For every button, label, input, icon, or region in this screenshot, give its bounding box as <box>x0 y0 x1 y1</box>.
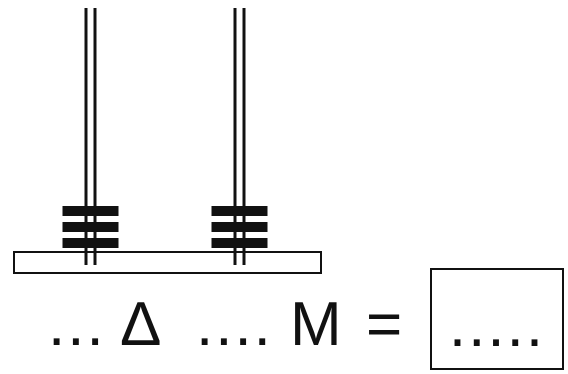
bead <box>62 222 119 232</box>
equals-sign: = <box>366 290 403 359</box>
answer-box[interactable]: ..... <box>430 268 564 370</box>
blank-middle: .... <box>196 290 273 359</box>
abacus-diagram <box>13 8 322 274</box>
bead <box>62 206 119 216</box>
beads-right <box>211 206 268 248</box>
abacus-base <box>13 251 322 274</box>
bead <box>211 206 268 216</box>
bead <box>211 238 268 248</box>
beads-left <box>62 206 119 248</box>
delta-symbol: Δ <box>120 290 162 359</box>
blank-left: ... <box>48 290 106 359</box>
rod-feet <box>84 252 246 265</box>
bead <box>211 222 268 232</box>
bead <box>62 238 119 248</box>
answer-placeholder: ..... <box>448 291 546 360</box>
m-symbol: M <box>290 290 342 359</box>
